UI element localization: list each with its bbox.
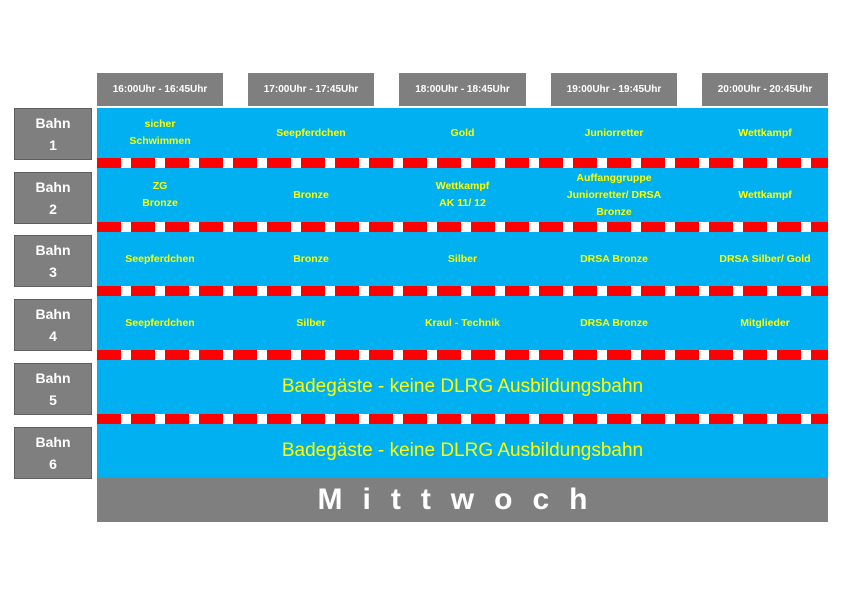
- lane-number: 3: [49, 264, 57, 280]
- lane-number: 5: [49, 392, 57, 408]
- schedule-cell: DRSA Bronze: [580, 252, 648, 265]
- schedule-cell: Bronze: [293, 252, 329, 265]
- lane-rope: [97, 350, 828, 360]
- schedule-cell: Gold: [450, 126, 475, 139]
- lane-label-4: Bahn 4: [14, 299, 92, 351]
- lane-label-2: Bahn 2: [14, 172, 92, 224]
- schedule-cell: Seepferdchen: [125, 316, 195, 329]
- lane-rope: [97, 286, 828, 296]
- lane-label-3: Bahn 3: [14, 235, 92, 287]
- day-title: Mittwoch: [97, 478, 828, 522]
- lane-number: 1: [49, 137, 57, 153]
- lane-5: Badegäste - keine DLRG Ausbildungsbahn: [97, 360, 828, 414]
- schedule-cell: Bronze: [293, 188, 329, 201]
- lane-label-6: Bahn 6: [14, 427, 92, 479]
- schedule-cell: Seepferdchen: [125, 252, 195, 265]
- schedule-cell: Wettkampf: [738, 188, 792, 201]
- schedule-cell: Wettkampf AK 11/ 12: [435, 180, 490, 209]
- lane-2: ZG Bronze Bronze Wettkampf AK 11/ 12 Auf…: [97, 168, 828, 222]
- lane-label-5: Bahn 5: [14, 363, 92, 415]
- lane-number: 2: [49, 201, 57, 217]
- lane-number: 4: [49, 328, 57, 344]
- lane-label-text: Bahn: [35, 115, 71, 131]
- lane-label-text: Bahn: [35, 306, 71, 322]
- lane-label-1: Bahn 1: [14, 108, 92, 160]
- lane-number: 6: [49, 456, 57, 472]
- public-lane-notice: Badegäste - keine DLRG Ausbildungsbahn: [281, 440, 644, 461]
- schedule-cell: DRSA Bronze: [580, 316, 648, 329]
- schedule-cell: DRSA Silber/ Gold: [719, 252, 811, 265]
- lane-label-text: Bahn: [35, 434, 71, 450]
- schedule-cell: Silber: [296, 316, 326, 329]
- schedule-cell: Juniorretter: [584, 126, 644, 139]
- time-slot-header: 16:00Uhr - 16:45Uhr: [97, 73, 223, 106]
- schedule-cell: Seepferdchen: [276, 126, 346, 139]
- lane-rope: [97, 414, 828, 424]
- schedule-cell: ZG Bronze: [142, 180, 178, 209]
- time-slot-header: 19:00Uhr - 19:45Uhr: [551, 73, 677, 106]
- public-lane-notice: Badegäste - keine DLRG Ausbildungsbahn: [281, 376, 644, 397]
- lane-6: Badegäste - keine DLRG Ausbildungsbahn: [97, 424, 828, 478]
- lane-rope: [97, 222, 828, 232]
- time-slot-header: 18:00Uhr - 18:45Uhr: [399, 73, 526, 106]
- lane-rope: [97, 158, 828, 168]
- schedule-cell: Silber: [447, 252, 478, 265]
- schedule-cell: Wettkampf: [738, 126, 792, 139]
- schedule-cell: Kraul - Technik: [424, 316, 501, 329]
- schedule-cell: Mitglieder: [740, 316, 790, 329]
- lane-4: Seepferdchen Silber Kraul - Technik DRSA…: [97, 296, 828, 350]
- schedule-cell: sicher Schwimmen: [129, 118, 191, 147]
- lane-3: Seepferdchen Bronze Silber DRSA Bronze D…: [97, 232, 828, 286]
- time-slot-header: 17:00Uhr - 17:45Uhr: [248, 73, 374, 106]
- lane-label-text: Bahn: [35, 179, 71, 195]
- lane-label-text: Bahn: [35, 242, 71, 258]
- lane-label-text: Bahn: [35, 370, 71, 386]
- lane-1: sicher Schwimmen Seepferdchen Gold Junio…: [97, 108, 828, 158]
- time-slot-header: 20:00Uhr - 20:45Uhr: [702, 73, 828, 106]
- schedule-cell: Auffanggruppe Juniorretter/ DRSA Bronze: [566, 171, 662, 218]
